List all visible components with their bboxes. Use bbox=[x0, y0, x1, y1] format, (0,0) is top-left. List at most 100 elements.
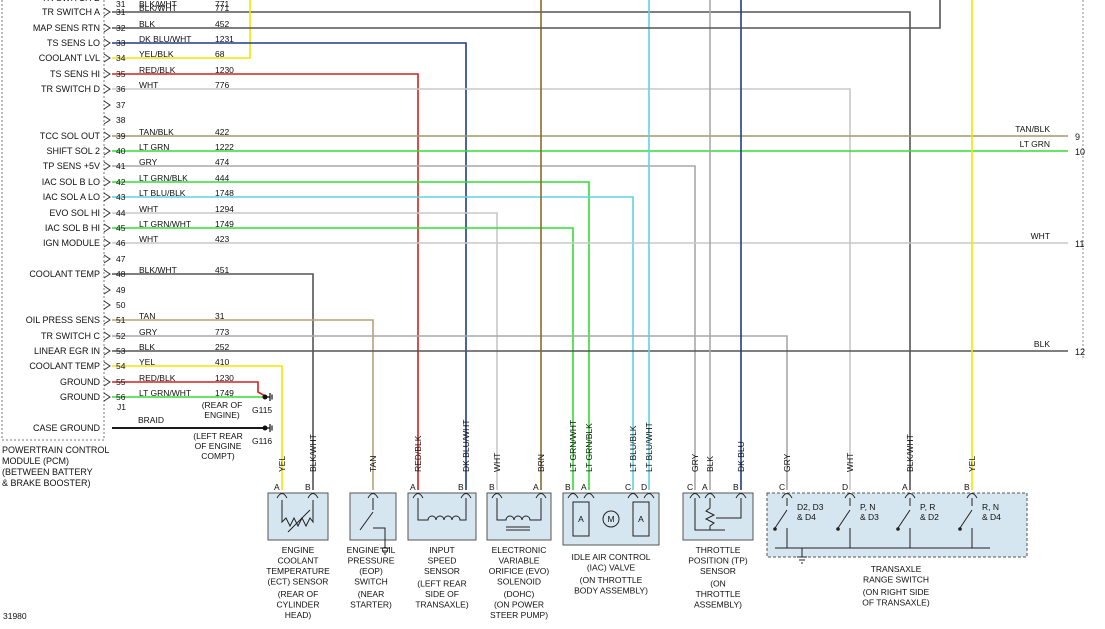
component-location: BODY ASSEMBLY) bbox=[574, 586, 648, 596]
ground-location: (LEFT REAR bbox=[193, 431, 242, 441]
component-pin-letter: B bbox=[964, 482, 970, 492]
pcm-pin-number: 36 bbox=[116, 84, 126, 94]
circuit-number: 1748 bbox=[215, 188, 234, 198]
pcm-pin-name: TR SWITCH D bbox=[41, 84, 100, 94]
iac-coil-label: A bbox=[638, 514, 644, 524]
pcm-pin-number: 39 bbox=[116, 131, 126, 141]
pcm-pin-number: 34 bbox=[116, 53, 126, 63]
wire-iac-b-lo bbox=[112, 181, 590, 490]
pin-chevron bbox=[103, 69, 111, 79]
circuit-number: 1222 bbox=[215, 142, 234, 152]
pcm-pin-number: 31 bbox=[116, 7, 126, 17]
component-name: IDLE AIR CONTROL bbox=[572, 552, 651, 562]
component-wire-label: DK BLU/WHT bbox=[461, 420, 471, 472]
pcm-pin-name: TP SENS +5V bbox=[43, 161, 100, 171]
pcm-label: POWERTRAIN CONTROL bbox=[2, 445, 109, 455]
wire-map-rtn bbox=[112, 0, 941, 29]
component-wire-label: LT GRN/BLK bbox=[584, 423, 594, 472]
wire-color-label: WHT bbox=[139, 80, 158, 90]
wire-iac-b-hi bbox=[112, 227, 574, 490]
component-location: ASSEMBLY) bbox=[694, 600, 742, 610]
wire-color-label: GRY bbox=[139, 327, 158, 337]
range-position-label: & D4 bbox=[982, 512, 1001, 522]
pin-chevron bbox=[103, 208, 111, 218]
pin-chevron bbox=[103, 100, 111, 110]
component-location: CYLINDER bbox=[277, 600, 320, 610]
pin-chevron bbox=[103, 53, 111, 63]
connector-pin bbox=[643, 493, 655, 499]
component-wire-label: BRN bbox=[536, 454, 546, 472]
wire-ground-55 bbox=[112, 381, 266, 397]
circuit-number: 1230 bbox=[215, 65, 234, 75]
component-wire-label: LT BLU/BLK bbox=[628, 425, 638, 472]
pin-chevron bbox=[103, 238, 111, 248]
pin-chevron bbox=[103, 23, 111, 33]
component-location: SIDE OF bbox=[425, 589, 459, 599]
connector-pin bbox=[904, 493, 916, 499]
wire-color-label: LT GRN/BLK bbox=[139, 173, 188, 183]
component-wire-label: DK BLU bbox=[736, 441, 746, 472]
pcm-outline bbox=[1, 0, 105, 441]
component-pin-letter: B bbox=[489, 482, 495, 492]
component-pin-letter: B bbox=[458, 482, 464, 492]
component-name: TEMPERATURE bbox=[266, 566, 330, 576]
circuit-number: 771 bbox=[215, 0, 229, 9]
pcm-pin-number: 46 bbox=[116, 238, 126, 248]
wires-layer bbox=[112, 0, 1084, 490]
component-location: (ON THROTTLE bbox=[580, 575, 643, 585]
wire-color-label: BLK bbox=[139, 342, 155, 352]
motor-symbol bbox=[602, 510, 620, 528]
wire-color-label: GRY bbox=[139, 157, 158, 167]
circuit-number: 771 bbox=[215, 3, 229, 13]
pin-chevron bbox=[103, 84, 111, 94]
connector-pin bbox=[781, 493, 793, 499]
component-name: (IAC) VALVE bbox=[587, 563, 636, 573]
pin-chevron bbox=[103, 115, 111, 125]
component-name: TRANSAXLE bbox=[871, 564, 922, 574]
component-location: HEAD) bbox=[285, 610, 312, 620]
wire-color-label: BLK/WHT bbox=[139, 0, 177, 9]
pcm-pin-name: TR SWITCH B bbox=[42, 0, 101, 3]
case-pin-label: J1 bbox=[117, 402, 126, 412]
component-wire-label: GRY bbox=[782, 453, 792, 472]
ground-symbol bbox=[797, 548, 807, 564]
component-wire-label: BLK/WHT bbox=[905, 434, 915, 472]
connector-pin bbox=[367, 493, 379, 499]
switch-pivot bbox=[896, 527, 900, 531]
pcm-pin-number: 50 bbox=[116, 300, 126, 310]
pin-chevron bbox=[103, 269, 111, 279]
component-pin-letter: C bbox=[625, 482, 631, 492]
range-position-label: P, R bbox=[920, 502, 935, 512]
component-name: SPEED bbox=[428, 556, 457, 566]
wire-color-label: LT BLU/BLK bbox=[139, 188, 186, 198]
connector-pin bbox=[535, 493, 547, 499]
ground-label: G115 bbox=[252, 405, 272, 415]
component-location: (ON RIGHT SIDE bbox=[863, 587, 930, 597]
connector-pin bbox=[735, 493, 747, 499]
circuit-number: 1749 bbox=[215, 219, 234, 229]
range-switch-contact bbox=[774, 498, 788, 548]
wire-color-label: RED/BLK bbox=[139, 373, 176, 383]
pcm-pin-number: 40 bbox=[116, 146, 126, 156]
terminal-number: 11 bbox=[1075, 239, 1084, 249]
pcm-pin-name: GROUND bbox=[60, 377, 100, 387]
pin-chevron bbox=[103, 346, 111, 356]
iac-coil-label: A bbox=[578, 514, 584, 524]
component-pin-letter: B bbox=[565, 482, 571, 492]
range-switch-contact bbox=[959, 498, 973, 548]
ground-location: ENGINE) bbox=[204, 410, 240, 420]
component-pin-letter: C bbox=[687, 482, 693, 492]
pcm-pin-number: 53 bbox=[116, 346, 126, 356]
wire-color-label: BLK/WHT bbox=[139, 265, 177, 275]
component-name: ENGINE bbox=[282, 545, 315, 555]
pcm-pin-number: 56 bbox=[116, 392, 126, 402]
range-position-label: & D4 bbox=[797, 512, 816, 522]
connector-pin bbox=[460, 493, 472, 499]
coil-symbol bbox=[496, 498, 542, 521]
wire-tp-5v bbox=[112, 165, 696, 490]
component-wire-label: GRY bbox=[690, 453, 700, 472]
pcm-label: MODULE (PCM) bbox=[2, 456, 69, 466]
component-wire-label: WHT bbox=[845, 453, 855, 472]
pcm-pin-number: 37 bbox=[116, 100, 126, 110]
